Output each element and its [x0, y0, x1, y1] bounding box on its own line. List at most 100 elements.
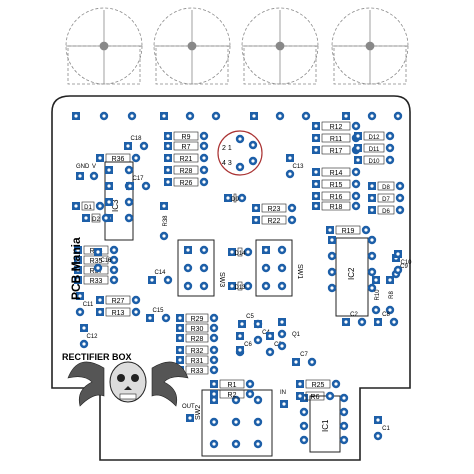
resistor-r11: R11	[312, 133, 361, 143]
resistor-label: R36	[112, 156, 125, 163]
ic2-label: IC2	[347, 267, 356, 280]
sw2-label: SW2	[195, 405, 202, 420]
mascot-logo	[67, 361, 189, 407]
diode-d7: D7	[368, 193, 405, 203]
pot-switch: 2 1 4 3	[217, 130, 263, 176]
resistor-r21: R21	[164, 153, 209, 163]
capacitor-label: C2	[350, 312, 358, 318]
resistor-label: R30	[191, 326, 204, 333]
sw1: SW1	[255, 239, 303, 297]
diode-label: D12	[368, 135, 380, 141]
resistor-label: R9	[182, 134, 191, 141]
resistor-label: R27	[112, 298, 125, 305]
capacitor-label: C5	[246, 314, 254, 320]
gnd-label: GND	[76, 164, 90, 170]
resistor-label: R25	[312, 382, 325, 389]
resistor-r28b: R28	[176, 333, 219, 343]
diode-d13: D13	[228, 281, 253, 291]
resistor-r12: R12	[312, 121, 361, 131]
resistor-label: R28	[191, 336, 204, 343]
capacitor-label: C13	[292, 164, 304, 170]
resistor-r17: R17	[312, 145, 361, 155]
capacitor-label: C16	[100, 258, 112, 264]
resistor-r9: R9	[164, 131, 209, 141]
pot-pin-label: 4 3	[222, 160, 232, 167]
pot-pin-label: 2 1	[222, 145, 232, 152]
resistor-r23: R23	[252, 203, 297, 213]
capacitor-label: C14	[154, 270, 166, 276]
diode-label: D9	[231, 197, 239, 203]
capacitor-c5: C5	[238, 314, 263, 329]
diode-d9: D9	[224, 193, 247, 203]
capacitor-label: C6	[244, 342, 252, 348]
resistor-label: R29	[191, 316, 204, 323]
resistor-r7: R7	[164, 141, 209, 151]
capacitor-c8: C8	[374, 312, 399, 327]
resistor-label: R8	[389, 291, 395, 299]
components: R36R34R35R37R33R27R13R9R7R21R28R26R38R23…	[72, 121, 412, 441]
resistor-label: R38	[163, 215, 169, 227]
resistor-r33b: R33	[176, 365, 219, 375]
resistor-label: R22	[268, 218, 281, 225]
diode-label: D14	[234, 251, 246, 257]
resistor-label: R23	[268, 206, 281, 213]
in-label: IN	[280, 390, 286, 396]
resistor-label: R11	[330, 136, 342, 143]
resistor-label: R32	[191, 348, 204, 355]
diode-label: D10	[368, 159, 380, 165]
sw3-label: SW3	[218, 272, 225, 287]
ic1-label: IC1	[321, 419, 330, 432]
diode-d6: D6	[368, 205, 405, 215]
resistor-r25: R25	[296, 379, 341, 389]
resistor-r16: R16	[312, 191, 361, 201]
v-label: V	[92, 164, 96, 170]
resistor-r26: R26	[164, 177, 209, 187]
resistor-label: R15	[330, 182, 343, 189]
resistor-label: R12	[330, 124, 343, 131]
capacitor-c13: C13	[285, 154, 304, 179]
resistor-label: R33	[191, 368, 204, 375]
diode-d10: D10	[354, 155, 395, 165]
capacitor-c1: C1	[373, 416, 390, 441]
pot-footprints	[65, 7, 409, 85]
resistor-r36: R36	[96, 153, 141, 163]
capacitor-c18: C18	[124, 136, 149, 151]
resistor-r2: R2	[210, 389, 255, 399]
resistor-label: R6	[311, 394, 320, 401]
capacitor-c11: C11	[75, 292, 94, 317]
resistor-label: R35	[90, 258, 103, 265]
diode-label: D2	[92, 217, 100, 223]
resistor-r15: R15	[312, 179, 361, 189]
capacitor-c15: C15	[146, 308, 171, 323]
capacitor-c17: C17	[126, 176, 151, 191]
sw1-label: SW1	[296, 264, 303, 279]
resistor-label: R26	[180, 180, 193, 187]
diode-label: D11	[369, 147, 380, 153]
diode-label: D6	[382, 209, 390, 215]
capacitor-label: C15	[152, 308, 164, 314]
resistor-label: R18	[330, 204, 343, 211]
diode-d1: D1	[72, 201, 105, 211]
resistor-label: R28	[180, 168, 193, 175]
capacitor-label: C9	[400, 264, 408, 270]
resistor-r31: R31	[176, 355, 219, 365]
capacitor-c10: C10	[393, 250, 412, 275]
diode-label: D8	[382, 185, 390, 191]
resistor-label: R1	[228, 382, 237, 389]
ic2: IC2	[327, 235, 377, 317]
capacitor-c9: C9	[391, 254, 408, 279]
resistor-r32: R32	[176, 345, 219, 355]
resistor-r1: R1	[210, 379, 255, 389]
resistor-label: R10	[375, 289, 381, 301]
diode-d14: D14	[228, 247, 253, 257]
diode-d11: D11	[354, 143, 395, 153]
resistor-label: R7	[182, 144, 191, 151]
resistor-r27: R27	[96, 295, 141, 305]
capacitor-label: C1	[382, 426, 390, 432]
capacitor-c14: C14	[148, 270, 173, 285]
capacitor-c2: C2	[342, 312, 367, 327]
diode-label: D13	[234, 285, 246, 291]
ic1: IC1	[299, 393, 349, 453]
capacitor-c16: C16	[93, 248, 112, 273]
